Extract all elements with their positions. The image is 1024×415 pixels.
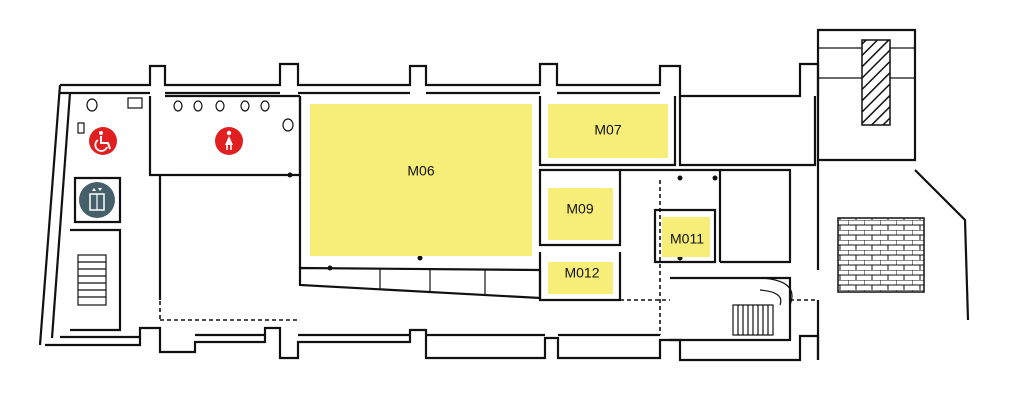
- stairs-right: [732, 277, 793, 336]
- room-label-m012: M012: [564, 265, 599, 281]
- room-m09[interactable]: M09: [548, 188, 613, 240]
- elevator-icon: [79, 182, 115, 218]
- wheelchair-icon: [89, 127, 117, 155]
- room-label-m07: M07: [594, 122, 621, 138]
- stairs-left: [77, 254, 107, 306]
- room-m011[interactable]: M011: [662, 217, 710, 257]
- room-m012[interactable]: M012: [548, 262, 613, 294]
- room-m06[interactable]: M06: [310, 104, 532, 256]
- room-m07[interactable]: M07: [548, 104, 668, 158]
- room-label-m09: M09: [566, 201, 593, 217]
- brick-block: [837, 217, 925, 293]
- shaft-hatch: [861, 39, 891, 126]
- toilet-fixtures: [77, 97, 294, 134]
- woman-icon: [215, 127, 243, 155]
- room-label-m06: M06: [407, 163, 434, 179]
- dashed-boundaries: [159, 172, 818, 335]
- room-label-m011: M011: [670, 231, 704, 247]
